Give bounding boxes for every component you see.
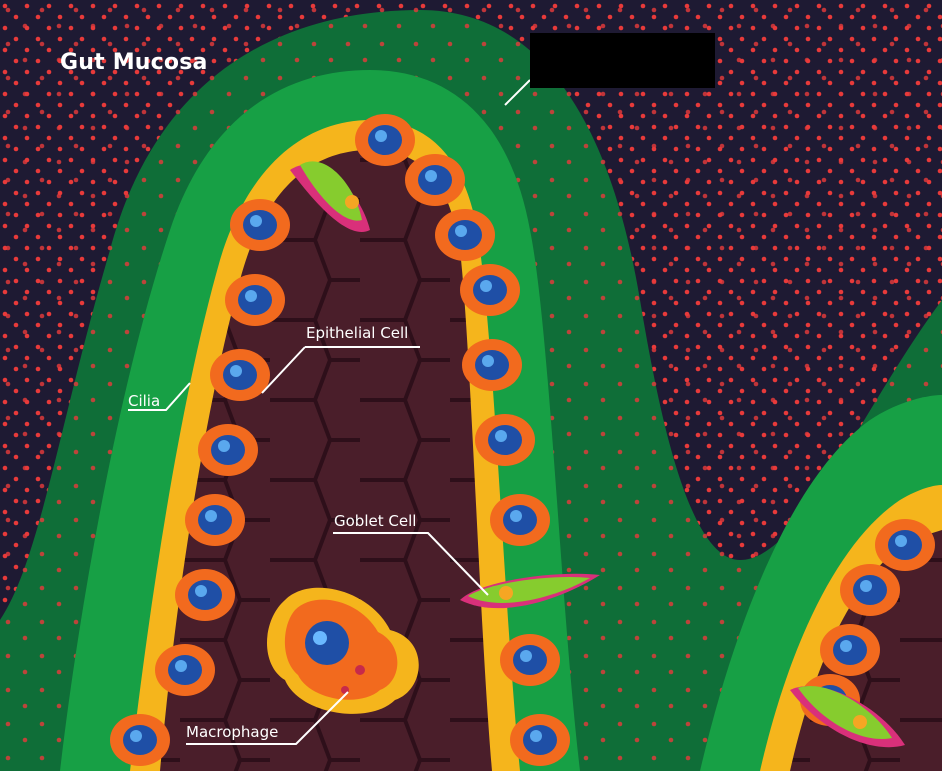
epithelial-cell [820, 624, 880, 676]
goblet-cell-right [790, 685, 905, 748]
epithelial-cell [500, 634, 560, 686]
label-goblet-cell: Goblet Cell [334, 512, 417, 530]
label-epithelial-cell: Epithelial Cell [306, 324, 409, 342]
epithelial-cell [210, 349, 270, 401]
epithelial-cell [230, 199, 290, 251]
leader-lines [128, 79, 531, 745]
label-macrophage: Macrophage [186, 723, 279, 741]
epithelial-cell [175, 569, 235, 621]
leader-line-cilia [128, 382, 191, 411]
epithelial-cell [435, 209, 495, 261]
epithelial-cell [475, 414, 535, 466]
leader-line-goblet [333, 532, 489, 596]
epithelial-cell [490, 494, 550, 546]
epithelial-cell [110, 714, 170, 766]
epithelial-cell [462, 339, 522, 391]
epithelial-cell [510, 714, 570, 766]
page-title: Gut Mucosa [60, 50, 208, 75]
leader-line-macrophage [186, 691, 349, 745]
leader-line-epithelial [261, 346, 420, 394]
epithelial-cell [355, 114, 415, 166]
epithelial-cell [405, 154, 465, 206]
epithelial-cell [875, 519, 935, 571]
epithelial-cell [185, 494, 245, 546]
epithelial-cell [460, 264, 520, 316]
epithelial-cell [155, 644, 215, 696]
epithelial-cell [840, 564, 900, 616]
goblet-cell-mid [460, 573, 600, 609]
epithelial-cell [198, 424, 258, 476]
macrophage [266, 587, 419, 714]
redacted-label-box [530, 33, 715, 88]
label-cilia: Cilia [128, 392, 161, 410]
epithelial-cell [225, 274, 285, 326]
leader-line-title [504, 79, 531, 106]
goblet-cell-top [290, 161, 370, 232]
